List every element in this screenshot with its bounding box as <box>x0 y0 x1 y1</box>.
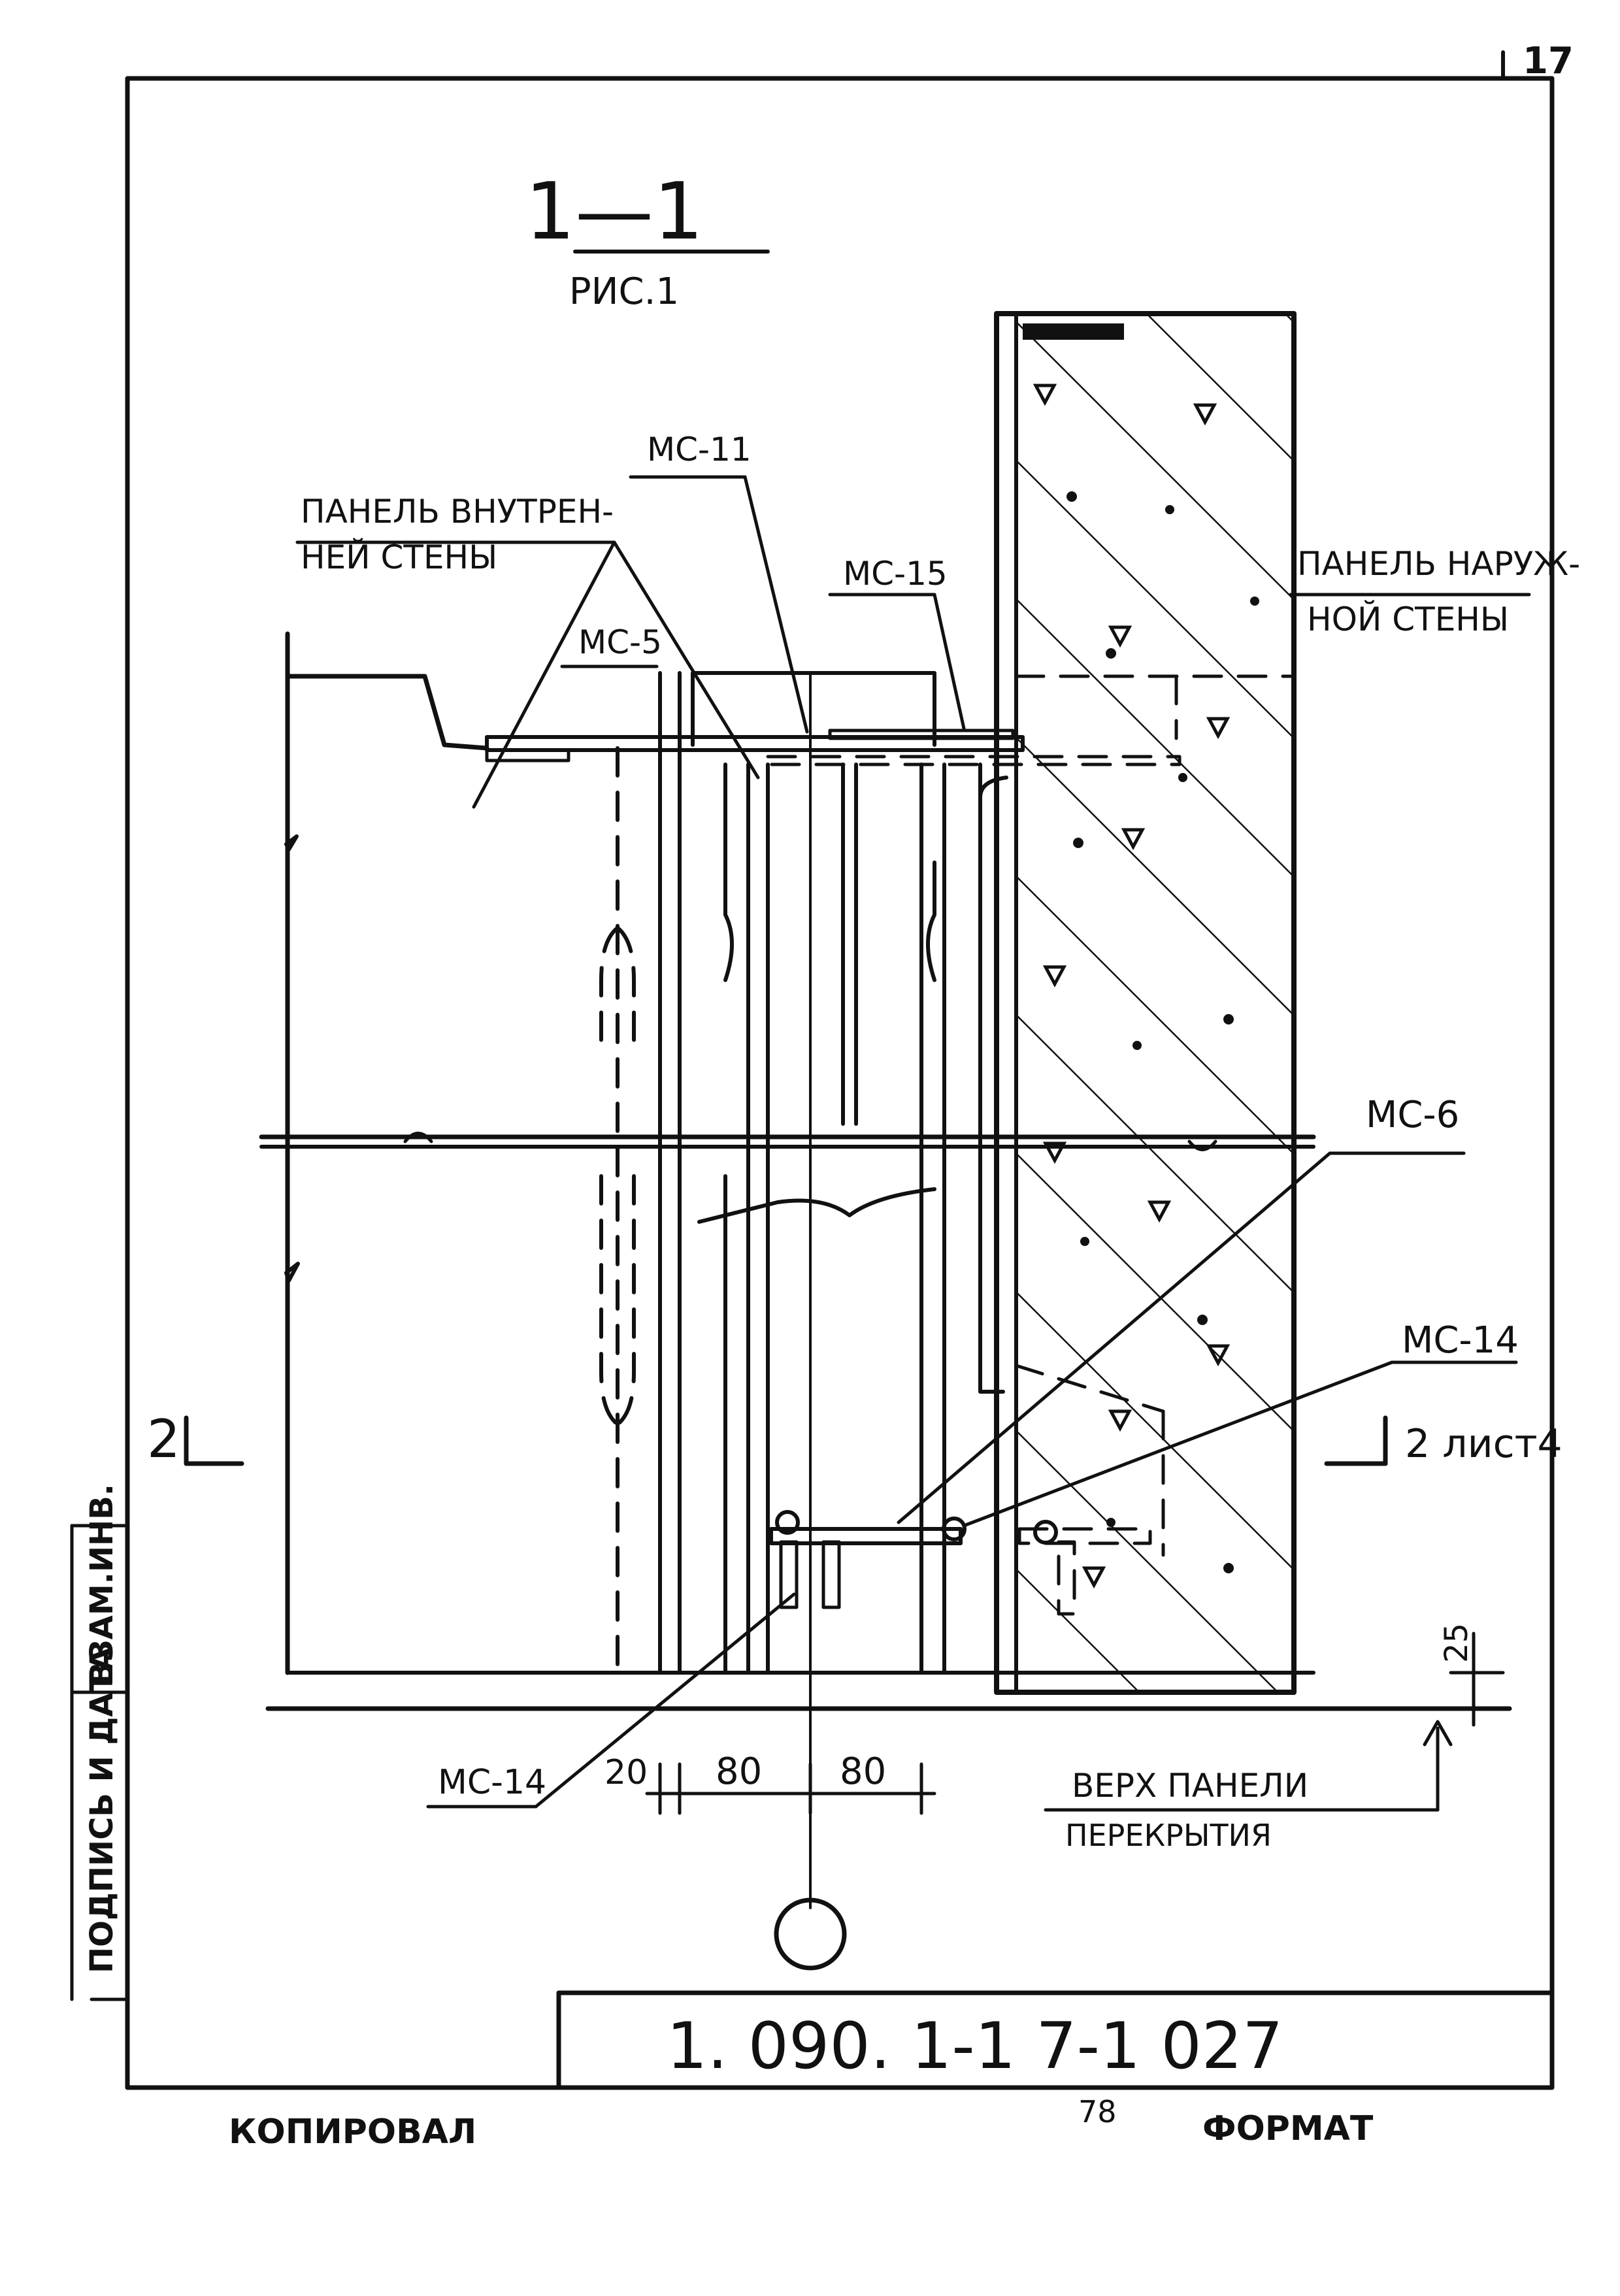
svg-text:ВЕРХ ПАНЕЛИ: ВЕРХ ПАНЕЛИ <box>1072 1767 1308 1805</box>
label-mc14-bottom: МС-14 <box>426 1592 796 1809</box>
svg-text:25: 25 <box>1438 1623 1475 1663</box>
field-label-replace: ВЗАМ.ИНВ. <box>84 1484 120 1686</box>
dimension-25: 25 <box>1438 1623 1505 1727</box>
svg-text:МС-15: МС-15 <box>843 555 948 593</box>
dim-80-right: 80 <box>840 1750 886 1793</box>
dim-80-left: 80 <box>716 1750 762 1793</box>
dimension-line: 20 80 80 <box>604 1750 936 1815</box>
svg-text:МС-5: МС-5 <box>578 623 662 661</box>
level-label: ВЕРХ ПАНЕЛИ ПЕРЕКРЫТИЯ <box>1044 1720 1453 1853</box>
footer-number: 78 <box>1078 2094 1117 2129</box>
label-mc5: МС-5 <box>560 623 662 668</box>
label-mc6: МС-6 <box>897 1094 1466 1524</box>
label-outer-wall: ПАНЕЛЬ НАРУЖ- НОЙ СТЕНЫ <box>1289 545 1580 638</box>
label-inner-wall: ПАНЕЛЬ ВНУТРЕН- НЕЙ СТЕНЫ <box>295 493 760 809</box>
connection-posts <box>658 671 1008 1675</box>
break-line <box>259 1132 1316 1151</box>
aggregate-dots <box>1066 491 1259 1573</box>
svg-text:МС-14: МС-14 <box>438 1763 546 1802</box>
drawing-code: 1. 090. 1-1 7-1 027 <box>667 2009 1283 2084</box>
svg-text:2 лист4: 2 лист4 <box>1405 1421 1562 1467</box>
svg-text:МС-6: МС-6 <box>1366 1094 1459 1136</box>
footer-format: ФОРМАТ <box>1202 2109 1374 2148</box>
aggregate-triangles <box>1033 384 1231 1589</box>
footer-copied: КОПИРОВАЛ <box>229 2112 476 2152</box>
dim-20: 20 <box>604 1753 648 1792</box>
section-mark-left: 2 <box>147 1409 244 1469</box>
svg-text:ПЕРЕКРЫТИЯ: ПЕРЕКРЫТИЯ <box>1065 1818 1272 1853</box>
corner-mark: 17 <box>1523 40 1574 82</box>
bottom-connection-plate <box>769 1510 1152 1616</box>
title-block: 1. 090. 1-1 7-1 027 <box>556 1990 1555 2090</box>
svg-text:2: 2 <box>147 1409 180 1469</box>
left-margin-field: ВЗАМ.ИНВ. ПОДПИСЬ И ДАТА <box>70 1484 129 2001</box>
top-connection-plate <box>485 729 1182 766</box>
section-mark-right: 2 лист4 <box>1324 1415 1562 1467</box>
field-label-signature: ПОДПИСЬ И ДАТА <box>84 1647 120 1973</box>
section-title: 1—1 <box>525 167 704 257</box>
svg-text:ПАНЕЛЬ ВНУТРЕН-: ПАНЕЛЬ ВНУТРЕН- <box>301 493 614 531</box>
svg-text:НОЙ СТЕНЫ: НОЙ СТЕНЫ <box>1307 600 1509 638</box>
svg-text:ПАНЕЛЬ НАРУЖ-: ПАНЕЛЬ НАРУЖ- <box>1297 545 1580 583</box>
inner-wall-panel <box>284 631 636 1675</box>
svg-text:НЕЙ СТЕНЫ: НЕЙ СТЕНЫ <box>301 538 497 576</box>
figure-label: РИС.1 <box>569 271 679 313</box>
label-mc15: МС-15 <box>828 555 966 730</box>
svg-text:МС-14: МС-14 <box>1402 1319 1519 1362</box>
svg-text:МС-11: МС-11 <box>647 431 752 468</box>
label-mc11: МС-11 <box>629 431 809 734</box>
label-mc14-right: МС-14 <box>962 1319 1519 1528</box>
sheet-frame <box>125 76 1555 2090</box>
axis-marker-circle <box>774 1897 847 1971</box>
outer-wall-panel <box>994 311 1297 1695</box>
